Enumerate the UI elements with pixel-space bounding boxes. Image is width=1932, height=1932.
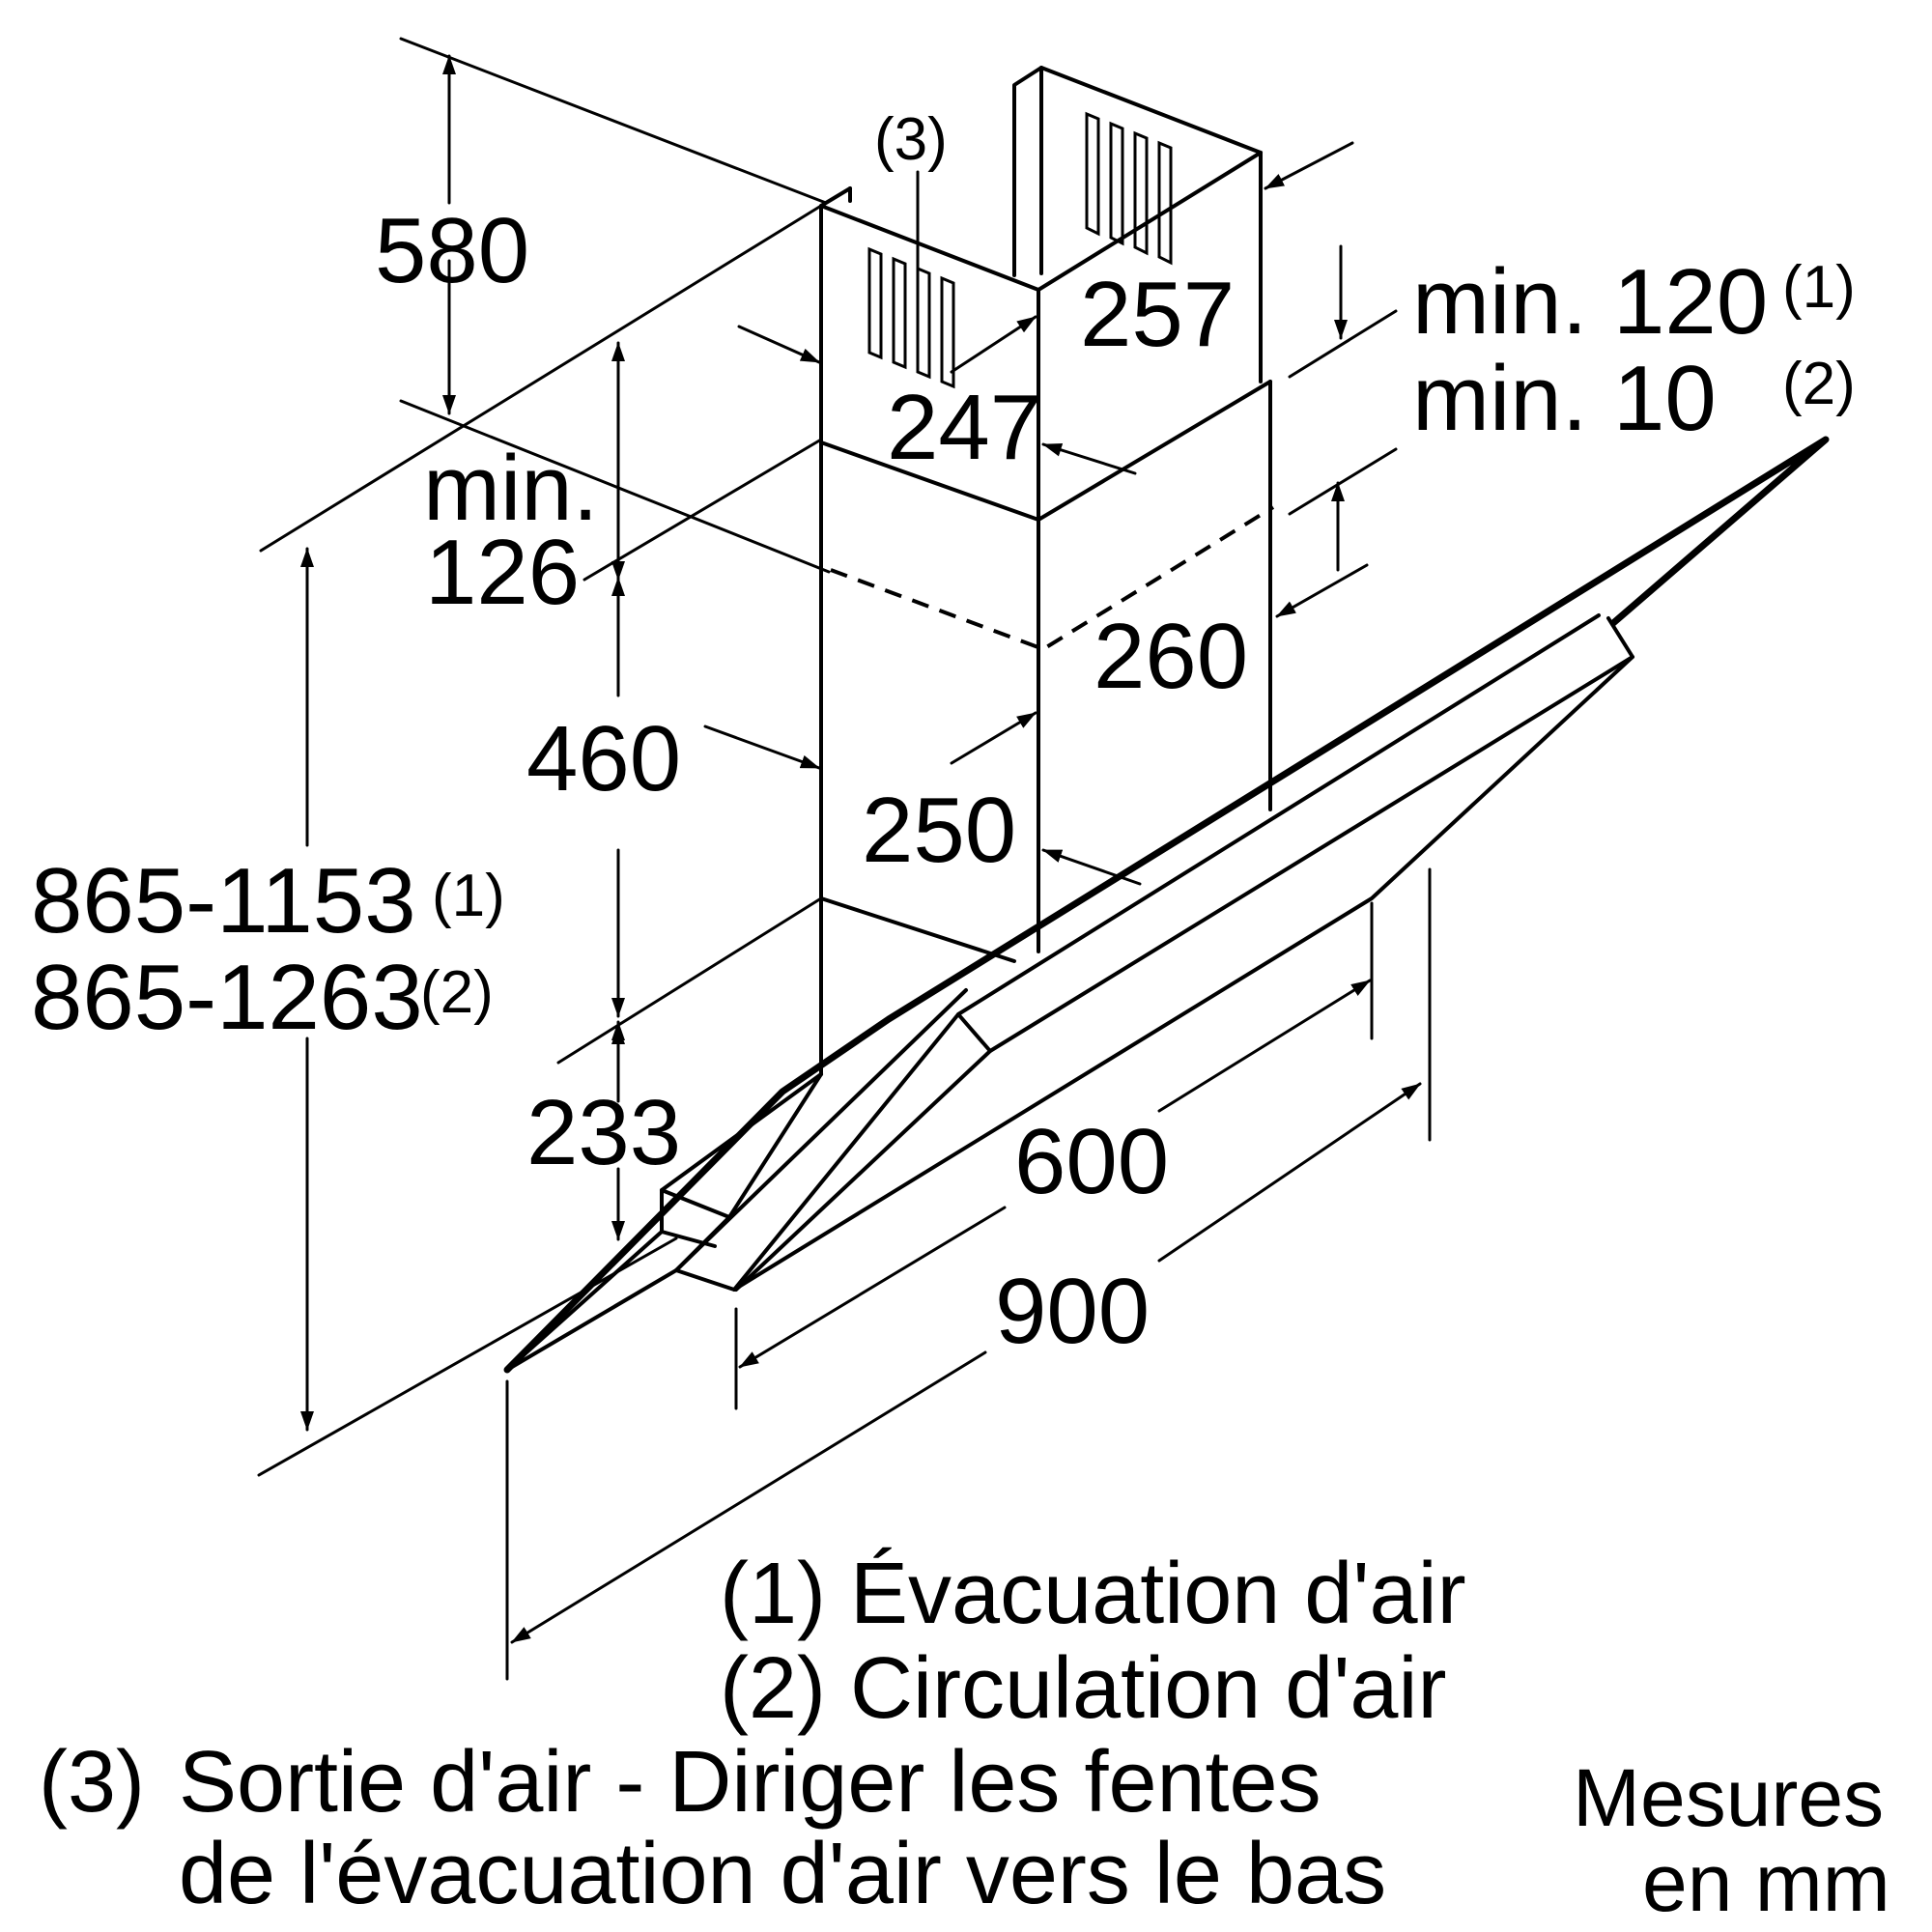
- callout-3: (3): [874, 106, 948, 173]
- dim-250: 250: [862, 779, 1016, 882]
- dim-min-label: min.: [423, 437, 598, 540]
- dim-257: 257: [1080, 263, 1235, 366]
- dim-total-height-1: 865-1153: [31, 849, 416, 952]
- dim-247: 247: [887, 376, 1041, 479]
- chimney-lower: [819, 380, 1275, 1076]
- legend-item-3-line2: de l'évacuation d'air vers le bas: [179, 1826, 1386, 1922]
- extension-lines: [257, 37, 1432, 1681]
- units-line1: Mesures: [1573, 1752, 1884, 1843]
- dim-580: 580: [375, 199, 529, 302]
- dimension-labels: 580 257 247 min. 126 260 460 250 865-115…: [31, 106, 1856, 1363]
- dim-min-120: min. 120: [1412, 250, 1768, 354]
- dim-total-height-2-ref: (2): [420, 959, 494, 1026]
- dim-600: 600: [1014, 1110, 1169, 1213]
- legend-item-3-ref: (3): [39, 1734, 145, 1831]
- legend-item-3-line1: Sortie d'air - Diriger les fentes: [179, 1734, 1321, 1831]
- dim-460: 460: [526, 707, 681, 810]
- dim-min-120-ref: (1): [1782, 254, 1856, 321]
- dim-min-10: min. 10: [1412, 347, 1717, 450]
- legend-item-1: (1) Évacuation d'air: [720, 1546, 1466, 1642]
- dim-total-height-2: 865-1263: [31, 946, 423, 1049]
- dim-233: 233: [526, 1081, 681, 1184]
- dim-260: 260: [1094, 605, 1248, 708]
- legend-item-2: (2) Circulation d'air: [720, 1640, 1446, 1737]
- dim-min-10-ref: (2): [1782, 351, 1856, 417]
- dim-126: 126: [425, 521, 580, 624]
- legend: (1) Évacuation d'air (2) Circulation d'a…: [39, 1546, 1890, 1928]
- chimney-upper: [819, 66, 1263, 522]
- units-line2: en mm: [1642, 1837, 1890, 1928]
- dim-total-height-1-ref: (1): [432, 863, 505, 929]
- dim-900: 900: [995, 1260, 1150, 1363]
- hood-canopy: [503, 436, 1830, 1374]
- dimension-arrows: [300, 54, 1422, 1644]
